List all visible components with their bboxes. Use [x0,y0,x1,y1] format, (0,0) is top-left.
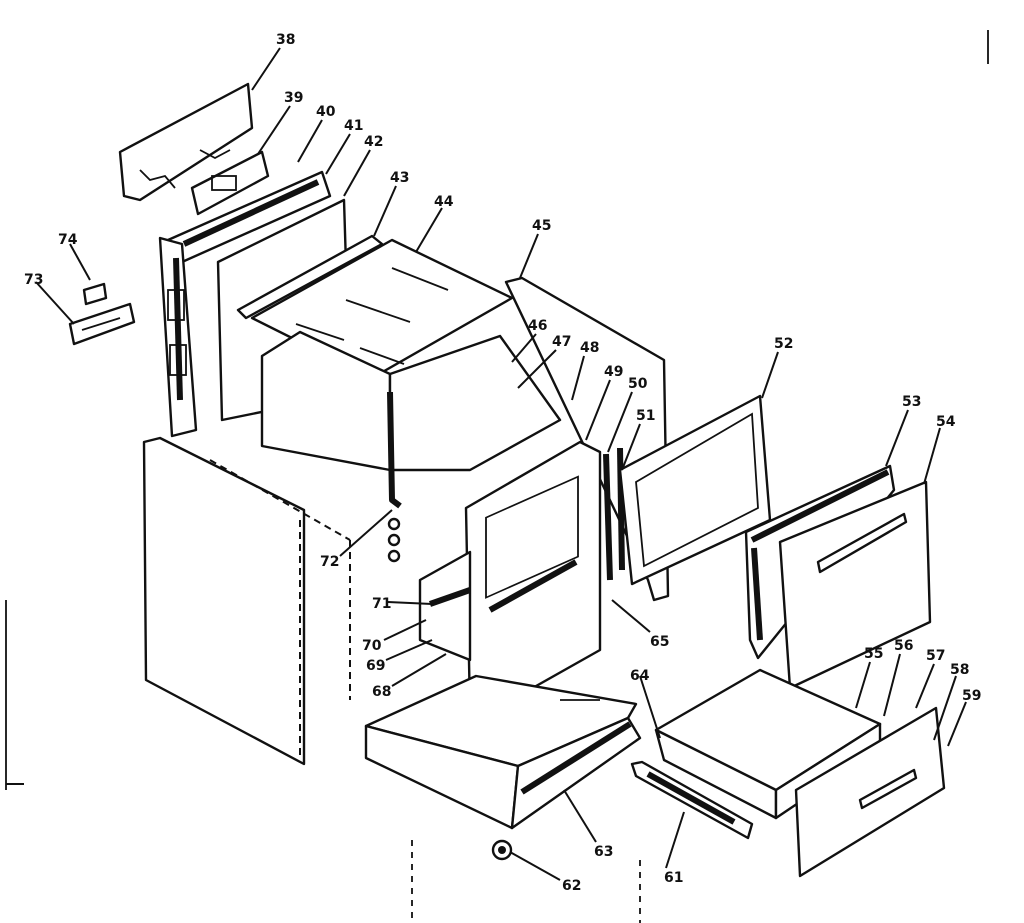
callout-38: 38 [276,32,295,48]
callout-62: 62 [562,878,581,894]
part-74-clip [82,282,108,306]
callout-73: 73 [24,272,43,288]
part-49-oven-front-frame [464,440,602,714]
part-side-hinge-panel [158,236,198,438]
callout-43: 43 [390,170,409,186]
callout-57: 57 [926,648,945,664]
callout-41: 41 [344,118,363,134]
callout-leaders [6,47,967,881]
part-63-storage-drawer [364,674,642,830]
callout-labels: 38 39 40 41 42 43 44 45 46 47 48 49 50 5… [24,32,981,894]
callout-48: 48 [580,340,599,356]
part-oven-liner [260,330,562,509]
callout-63: 63 [594,844,613,860]
callout-47: 47 [552,334,571,350]
part-drawer-well [418,550,472,662]
callout-64: 64 [630,668,650,684]
callout-71: 71 [372,596,391,612]
callout-39: 39 [284,90,303,106]
part-61-drawer-rail [630,760,754,840]
callout-54: 54 [936,414,956,430]
part-54-door-outer [778,480,932,690]
callout-56: 56 [894,638,913,654]
part-73-bracket [68,302,136,346]
callout-42: 42 [364,134,383,150]
callout-52: 52 [774,336,793,352]
callout-68: 68 [372,684,391,700]
part-fasteners-72 [387,517,401,563]
callout-55: 55 [864,646,883,662]
part-62-screw [491,839,513,861]
part-50-51-hinge-strips [603,447,625,581]
callout-46: 46 [528,318,547,334]
callout-61: 61 [664,870,683,886]
callout-70: 70 [362,638,382,654]
part-38-rear-top-panel [118,82,254,202]
callout-53: 53 [902,394,921,410]
callout-45: 45 [532,218,551,234]
callout-51: 51 [636,408,655,424]
part-cabinet-left-side [142,436,351,766]
callout-44: 44 [434,194,454,210]
part-39-bracket [190,150,270,216]
callout-74: 74 [58,232,78,248]
callout-59: 59 [962,688,981,704]
callout-49: 49 [604,364,623,380]
callout-65: 65 [650,634,669,650]
callout-50: 50 [628,376,648,392]
part-43-top-strip [236,234,384,320]
callout-58: 58 [950,662,969,678]
callout-72: 72 [320,554,339,570]
callout-69: 69 [366,658,385,674]
part-57-drawer-front [794,706,946,878]
callout-40: 40 [316,104,336,120]
